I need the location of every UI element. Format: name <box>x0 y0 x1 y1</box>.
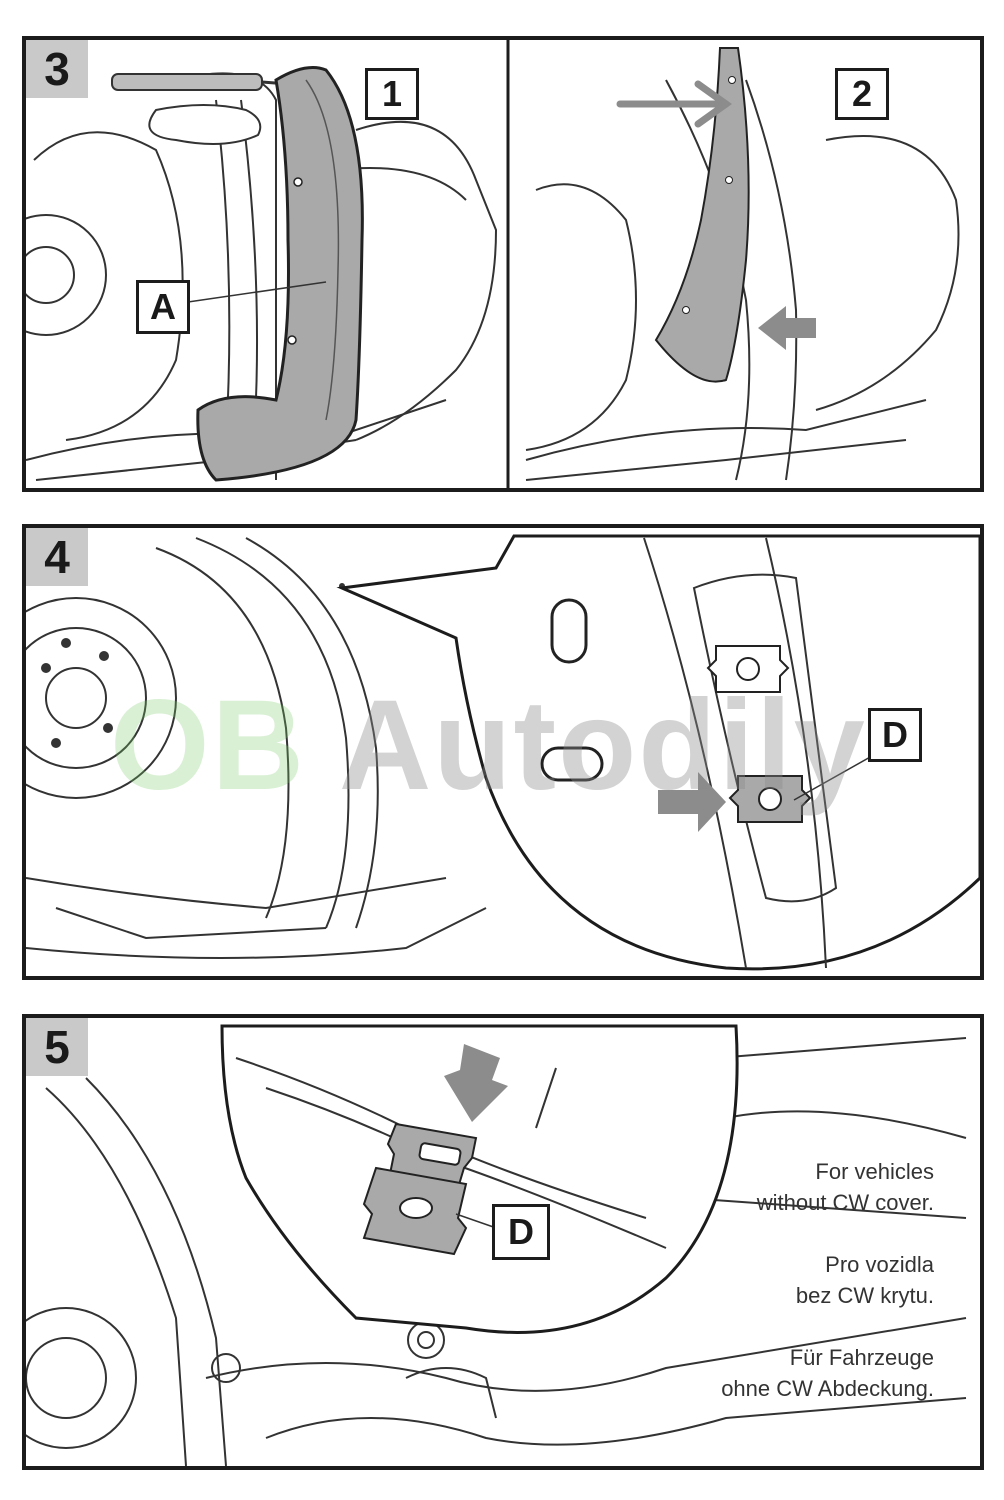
step-5-panel: 5 <box>22 1014 984 1470</box>
clip-arrow <box>658 772 726 832</box>
part-label-d: D <box>492 1204 550 1260</box>
step-4-illustration <box>26 534 980 971</box>
step-5-illustration <box>26 1024 967 1466</box>
clip-upper <box>706 645 790 693</box>
clip-d <box>728 775 812 823</box>
insert-arrow <box>616 80 733 128</box>
sub-step-label: 2 <box>835 68 889 120</box>
part-label-a: A <box>136 280 190 334</box>
step-3-panel: 3 <box>22 36 984 492</box>
clip-down-arrow <box>444 1044 508 1122</box>
mudflap-insert <box>654 47 750 383</box>
push-arrow <box>758 306 816 350</box>
step-number: 3 <box>26 40 88 98</box>
step-4-panel: 4 <box>22 524 984 980</box>
step-number: 5 <box>26 1018 88 1076</box>
part-label-d: D <box>868 708 922 762</box>
mudflap-a <box>196 66 364 482</box>
sub-step-label: 1 <box>365 68 419 120</box>
clip-d-zoom <box>362 1122 478 1256</box>
step-number: 4 <box>26 528 88 586</box>
screwdriver <box>111 73 289 91</box>
step-3-illustration <box>26 40 960 488</box>
